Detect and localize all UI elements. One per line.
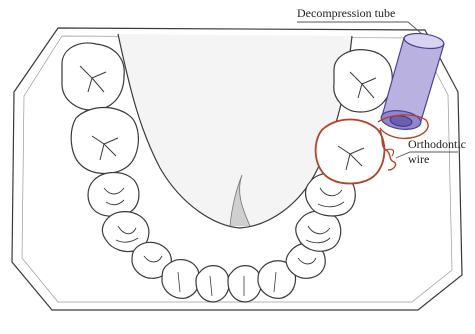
label-orthodontic-wire-line-2: wire <box>408 152 429 166</box>
tooth-left-molar-3 <box>62 43 124 110</box>
tooth-right-premolar-1 <box>296 211 341 251</box>
label-orthodontic-wire-line-1: Orthodontic <box>408 137 466 151</box>
tooth-left-premolar-2 <box>88 173 139 217</box>
tooth-incisor-right-central <box>228 266 261 302</box>
tooth-right-molar-2 <box>334 50 392 112</box>
label-decompression-tube: Decompression tube <box>297 6 395 20</box>
tooth-left-molar-2 <box>71 108 138 174</box>
tooth-incisor-left-lateral <box>162 260 200 299</box>
tooth-right-molar-1-with-wire <box>316 120 385 184</box>
tooth-incisor-left-central <box>196 266 229 302</box>
